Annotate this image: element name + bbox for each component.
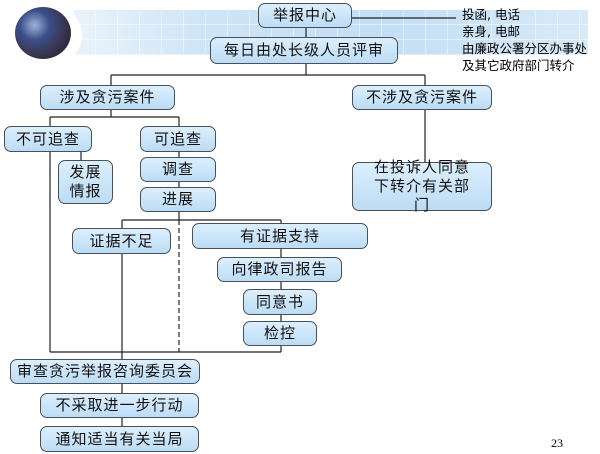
node-prosecute: 检控: [243, 321, 317, 346]
channel-item: 及其它政府部门转介: [462, 58, 575, 73]
node-corruption: 涉及贪污案件: [40, 85, 175, 110]
node-consent: 同意书: [243, 289, 317, 315]
node-committee: 审查贪污举报咨询委员会: [10, 359, 200, 384]
node-insufficient-evidence: 证据不足: [72, 228, 171, 254]
node-referral: 在投诉人同意下转介有关部门: [352, 158, 492, 214]
channel-item: 亲身, 电邮: [462, 24, 520, 39]
channel-item: 由廉政公署分区办事处: [462, 41, 588, 56]
node-daily-review: 每日由处长级人员评审: [210, 37, 398, 64]
node-report-doj: 向律政司报告: [217, 257, 342, 282]
node-pursuable: 可追查: [140, 126, 216, 152]
globe-icon: [15, 7, 71, 59]
node-notify: 通知适当有关当局: [40, 426, 199, 452]
node-non-corruption: 不涉及贪污案件: [352, 85, 492, 110]
node-not-pursuable: 不可追查: [4, 126, 92, 152]
channels-list: 投函, 电话 亲身, 电邮 由廉政公署分区办事处 及其它政府部门转介: [462, 6, 587, 74]
node-report-center: 举报中心: [258, 3, 352, 28]
node-investigate: 调查: [140, 157, 216, 182]
channel-item: 投函, 电话: [462, 7, 520, 22]
node-progress: 进展: [140, 187, 216, 212]
node-no-action: 不采取进一步行动: [40, 393, 199, 418]
node-evidence-supported: 有证据支持: [192, 223, 368, 249]
node-intelligence: 发展情报: [58, 160, 113, 204]
page-number: 23: [551, 436, 563, 450]
